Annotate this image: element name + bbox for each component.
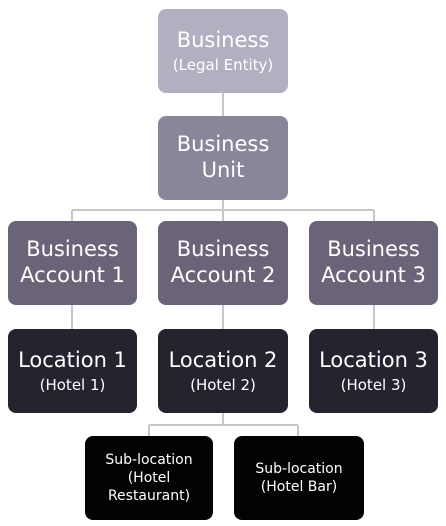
location-title: Location 3 [319, 348, 428, 373]
location-subtitle: (Hotel 2) [190, 375, 256, 394]
legal-entity-title: Business [176, 28, 270, 53]
location-title: Location 2 [168, 348, 278, 373]
business-unit-title: Business Unit [176, 132, 270, 182]
location-subtitle: (Hotel 3) [340, 375, 407, 394]
business-account-node-1: Business Account 1 [8, 221, 137, 305]
business-account-title: Business Account 3 [321, 237, 426, 287]
business-account-node-3: Business Account 3 [309, 221, 438, 305]
location-subtitle: (Hotel 1) [39, 375, 106, 394]
legal-entity-subtitle: (Legal Entity) [172, 55, 274, 74]
sub-location-title: Sub-location (Hotel Bar) [255, 460, 343, 495]
legal-entity-node: Business (Legal Entity) [158, 9, 288, 93]
location-node-2: Location 2 (Hotel 2) [158, 329, 288, 413]
sub-location-node-2: Sub-location (Hotel Bar) [234, 436, 364, 520]
location-node-3: Location 3 (Hotel 3) [309, 329, 438, 413]
business-account-title: Business Account 2 [170, 237, 276, 287]
sub-location-title: Sub-location (Hotel Restaurant) [105, 451, 193, 505]
location-title: Location 1 [18, 348, 127, 373]
business-account-title: Business Account 1 [20, 237, 125, 287]
business-account-node-2: Business Account 2 [158, 221, 288, 305]
business-unit-node: Business Unit [158, 116, 288, 200]
location-node-1: Location 1 (Hotel 1) [8, 329, 137, 413]
sub-location-node-1: Sub-location (Hotel Restaurant) [85, 436, 213, 520]
